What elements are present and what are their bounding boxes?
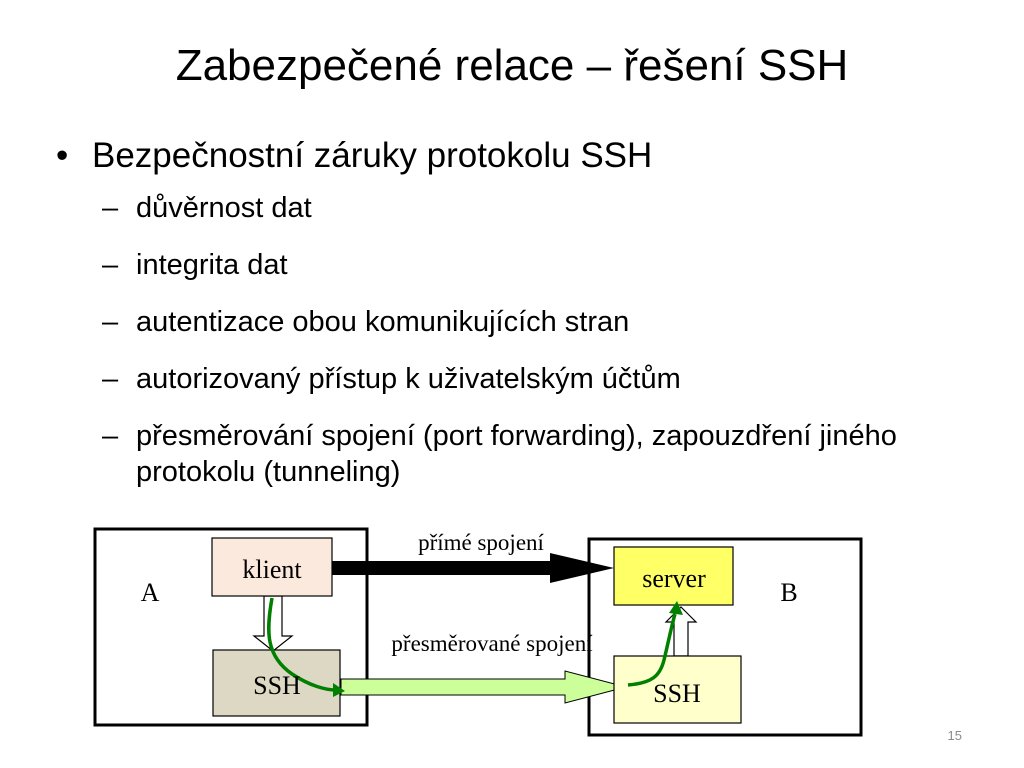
ssh-right-box	[613, 655, 742, 724]
sub-item-text: autentizace obou komunikujících stran	[136, 306, 630, 338]
sub-item-text: integrita dat	[136, 249, 288, 281]
slide-title: Zabezpečené relace – řešení SSH	[175, 41, 849, 90]
sub-item: –autorizovaný přístup k uživatelským účt…	[56, 361, 1006, 397]
client-box	[211, 537, 333, 597]
sub-item: –důvěrnost dat	[56, 190, 1006, 226]
server-box	[613, 546, 734, 606]
dash-icon: –	[102, 249, 119, 281]
direct-connection-arrow	[332, 553, 614, 583]
server-label: server	[642, 564, 706, 593]
dash-icon: –	[102, 192, 119, 224]
page-number: 15	[947, 728, 962, 743]
dash-icon: –	[102, 363, 119, 395]
client-label: klient	[242, 555, 302, 584]
host-b-frame	[587, 537, 863, 737]
ssh-right-label: SSH	[653, 679, 701, 708]
sub-item-text: důvěrnost dat	[136, 192, 312, 224]
host-a-frame	[93, 527, 369, 727]
direct-connection-label: přímé spojení	[418, 530, 544, 555]
sub-item: –autentizace obou komunikujících stran	[56, 304, 1006, 340]
dash-icon: –	[102, 420, 119, 452]
client-to-ssh-arrow	[252, 595, 294, 652]
bullet-list: • Bezpečnostní záruky protokolu SSH –dův…	[56, 132, 1006, 490]
ssh-left-box	[212, 649, 341, 717]
tunnel-path-right	[627, 613, 677, 687]
host-b-label: B	[780, 578, 797, 607]
forwarded-connection-label: přesměrované spojení	[391, 631, 593, 656]
ssh-left-label: SSH	[253, 671, 301, 700]
tunnel-right-arrowhead	[669, 601, 683, 615]
bullet-text: Bezpečnostní záruky protokolu SSH	[92, 136, 653, 175]
tunnel-path	[267, 597, 337, 692]
bullet-dot-icon: •	[56, 136, 69, 175]
sub-item-text: přesměrování spojení (port forwarding), …	[136, 420, 897, 488]
dash-icon: –	[102, 306, 119, 338]
sub-bullet-list: –důvěrnost dat –integrita dat –autentiza…	[56, 190, 1006, 490]
sub-item-text: autorizovaný přístup k uživatelským účtů…	[136, 363, 681, 395]
bullet-item: • Bezpečnostní záruky protokolu SSH	[56, 132, 1006, 180]
sub-item: –přesměrování spojení (port forwarding),…	[56, 418, 1006, 490]
tunnel-left-arrowhead	[333, 683, 345, 697]
host-a-label: A	[141, 578, 160, 607]
forwarded-connection-arrow	[340, 670, 628, 704]
sub-item: –integrita dat	[56, 247, 1006, 283]
